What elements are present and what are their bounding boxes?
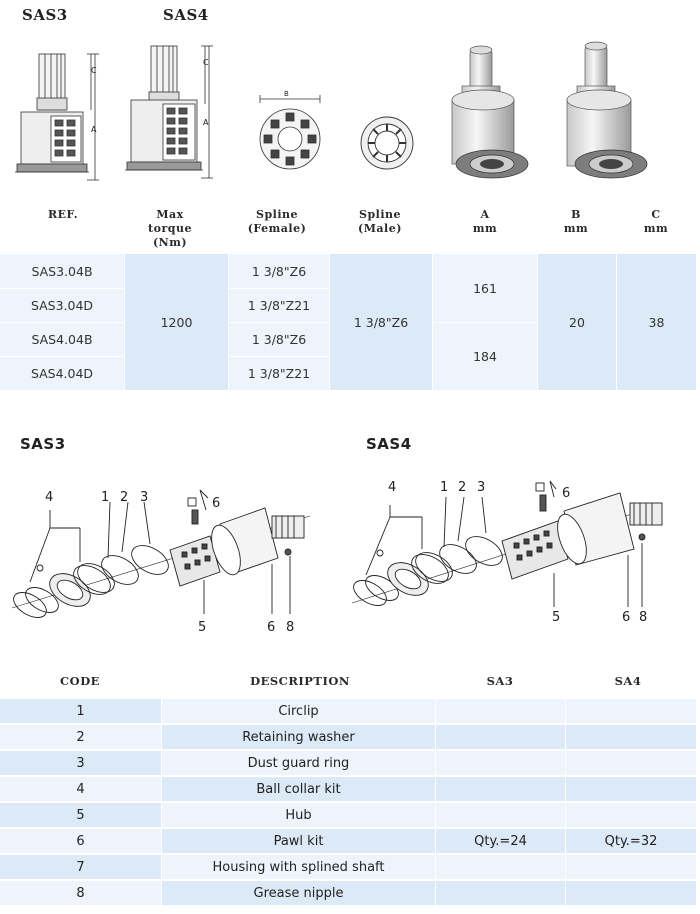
male-spline-drawing xyxy=(360,116,414,170)
description-cell: Circlip xyxy=(162,699,435,723)
parts-header-description: DESCRIPTION xyxy=(250,674,350,688)
sas4-3d-render xyxy=(566,41,648,179)
callout-6a-sas3: 6 xyxy=(212,496,221,511)
parts-header-sa3: SA3 xyxy=(486,674,514,688)
callout-6a-sas4: 6 xyxy=(562,486,571,501)
spec-table: SAS3.04B SAS3.04D SAS4.04B SAS4.04D 1200… xyxy=(0,254,696,390)
callout-1-sas4: 1 xyxy=(440,480,449,495)
sa4-cell: Qty.=32 xyxy=(566,829,696,853)
sa3-cell xyxy=(436,777,565,801)
sa4-cell xyxy=(566,855,696,879)
dim-c-label-1: C xyxy=(91,66,97,75)
spec-header-spline-female: Spline(Female) xyxy=(247,208,307,235)
c-value: 38 xyxy=(617,254,696,390)
dim-a-label-1: A xyxy=(91,125,97,134)
table-row: 8 Grease nipple xyxy=(0,881,696,905)
exploded-sas4-title: SAS4 xyxy=(366,435,412,453)
table-row: 2 Retaining washer xyxy=(0,725,696,749)
spline-male-value: 1 3/8"Z6 xyxy=(330,254,432,390)
spline-female-cell: 1 3/8"Z21 xyxy=(229,289,329,322)
table-row: SAS4.04B xyxy=(0,323,124,356)
description-cell: Dust guard ring xyxy=(162,751,435,775)
table-row: SAS3.04D xyxy=(0,289,124,322)
callout-4-sas4: 4 xyxy=(388,480,397,495)
a-value-sas4: 184 xyxy=(433,323,537,390)
code-cell: 8 xyxy=(0,881,161,905)
table-row: SAS4.04D xyxy=(0,357,124,390)
spec-header-spline-male: Spline(Male) xyxy=(358,208,402,235)
sas3-title: SAS3 xyxy=(22,6,68,24)
callout-5-sas4: 5 xyxy=(552,610,561,625)
callout-8-sas3: 8 xyxy=(286,620,295,635)
sa3-cell: Qty.=24 xyxy=(436,829,565,853)
spec-header-ref: REF. xyxy=(47,208,79,221)
description-cell: Grease nipple xyxy=(162,881,435,905)
sas3-side-drawing xyxy=(15,53,99,181)
spline-female-cell: 1 3/8"Z6 xyxy=(229,323,329,356)
description-cell: Hub xyxy=(162,803,435,827)
callout-2-sas3: 2 xyxy=(120,490,129,505)
dim-b-label: B xyxy=(284,90,289,98)
code-cell: 2 xyxy=(0,725,161,749)
parts-header-code: CODE xyxy=(60,674,100,688)
callout-6b-sas4: 6 xyxy=(622,610,631,625)
torque-value: 1200 xyxy=(125,254,228,390)
table-row: 6 Pawl kit Qty.=24 Qty.=32 xyxy=(0,829,696,853)
sas3-3d-render xyxy=(451,45,529,179)
sa3-cell xyxy=(436,881,565,905)
exploded-sas3-title: SAS3 xyxy=(20,435,66,453)
sa3-cell xyxy=(436,699,565,723)
b-value: 20 xyxy=(538,254,616,390)
callout-2-sas4: 2 xyxy=(458,480,467,495)
table-row: 5 Hub xyxy=(0,803,696,827)
spline-female-cell: 1 3/8"Z21 xyxy=(229,357,329,390)
sas3-exploded-drawing xyxy=(11,489,311,618)
table-row: SAS3.04B xyxy=(0,254,124,288)
description-cell: Housing with splined shaft xyxy=(162,855,435,879)
sa4-cell xyxy=(566,699,696,723)
parts-header-sa4: SA4 xyxy=(614,674,642,688)
table-row: 1 Circlip xyxy=(0,699,696,723)
sa3-cell xyxy=(436,855,565,879)
table-row: 3 Dust guard ring xyxy=(0,751,696,775)
description-cell: Ball collar kit xyxy=(162,777,435,801)
code-cell: 1 xyxy=(0,699,161,723)
code-cell: 6 xyxy=(0,829,161,853)
sa3-cell xyxy=(436,803,565,827)
sa3-cell xyxy=(436,725,565,749)
code-cell: 4 xyxy=(0,777,161,801)
dim-a-label-2: A xyxy=(203,118,209,127)
sa4-cell xyxy=(566,777,696,801)
sas4-title: SAS4 xyxy=(163,6,209,24)
callout-1-sas3: 1 xyxy=(101,490,110,505)
sa3-cell xyxy=(436,751,565,775)
table-row: 7 Housing with splined shaft xyxy=(0,855,696,879)
description-cell: Retaining washer xyxy=(162,725,435,749)
sa4-cell xyxy=(566,803,696,827)
female-spline-drawing xyxy=(259,95,321,170)
description-cell: Pawl kit xyxy=(162,829,435,853)
sa4-cell xyxy=(566,881,696,905)
spline-female-cell: 1 3/8"Z6 xyxy=(229,254,329,288)
code-cell: 3 xyxy=(0,751,161,775)
code-cell: 7 xyxy=(0,855,161,879)
callout-3-sas4: 3 xyxy=(477,480,486,495)
callout-5-sas3: 5 xyxy=(198,620,207,635)
code-cell: 5 xyxy=(0,803,161,827)
a-value-sas3: 161 xyxy=(433,254,537,322)
callout-4-sas3: 4 xyxy=(45,490,54,505)
callout-3-sas3: 3 xyxy=(140,490,149,505)
sas4-side-drawing xyxy=(125,45,213,179)
dim-c-label-2: C xyxy=(203,58,209,67)
callout-8-sas4: 8 xyxy=(639,610,648,625)
sas4-exploded-drawing xyxy=(351,480,663,607)
callout-6b-sas3: 6 xyxy=(267,620,276,635)
sa4-cell xyxy=(566,725,696,749)
table-row: 4 Ball collar kit xyxy=(0,777,696,801)
sa4-cell xyxy=(566,751,696,775)
